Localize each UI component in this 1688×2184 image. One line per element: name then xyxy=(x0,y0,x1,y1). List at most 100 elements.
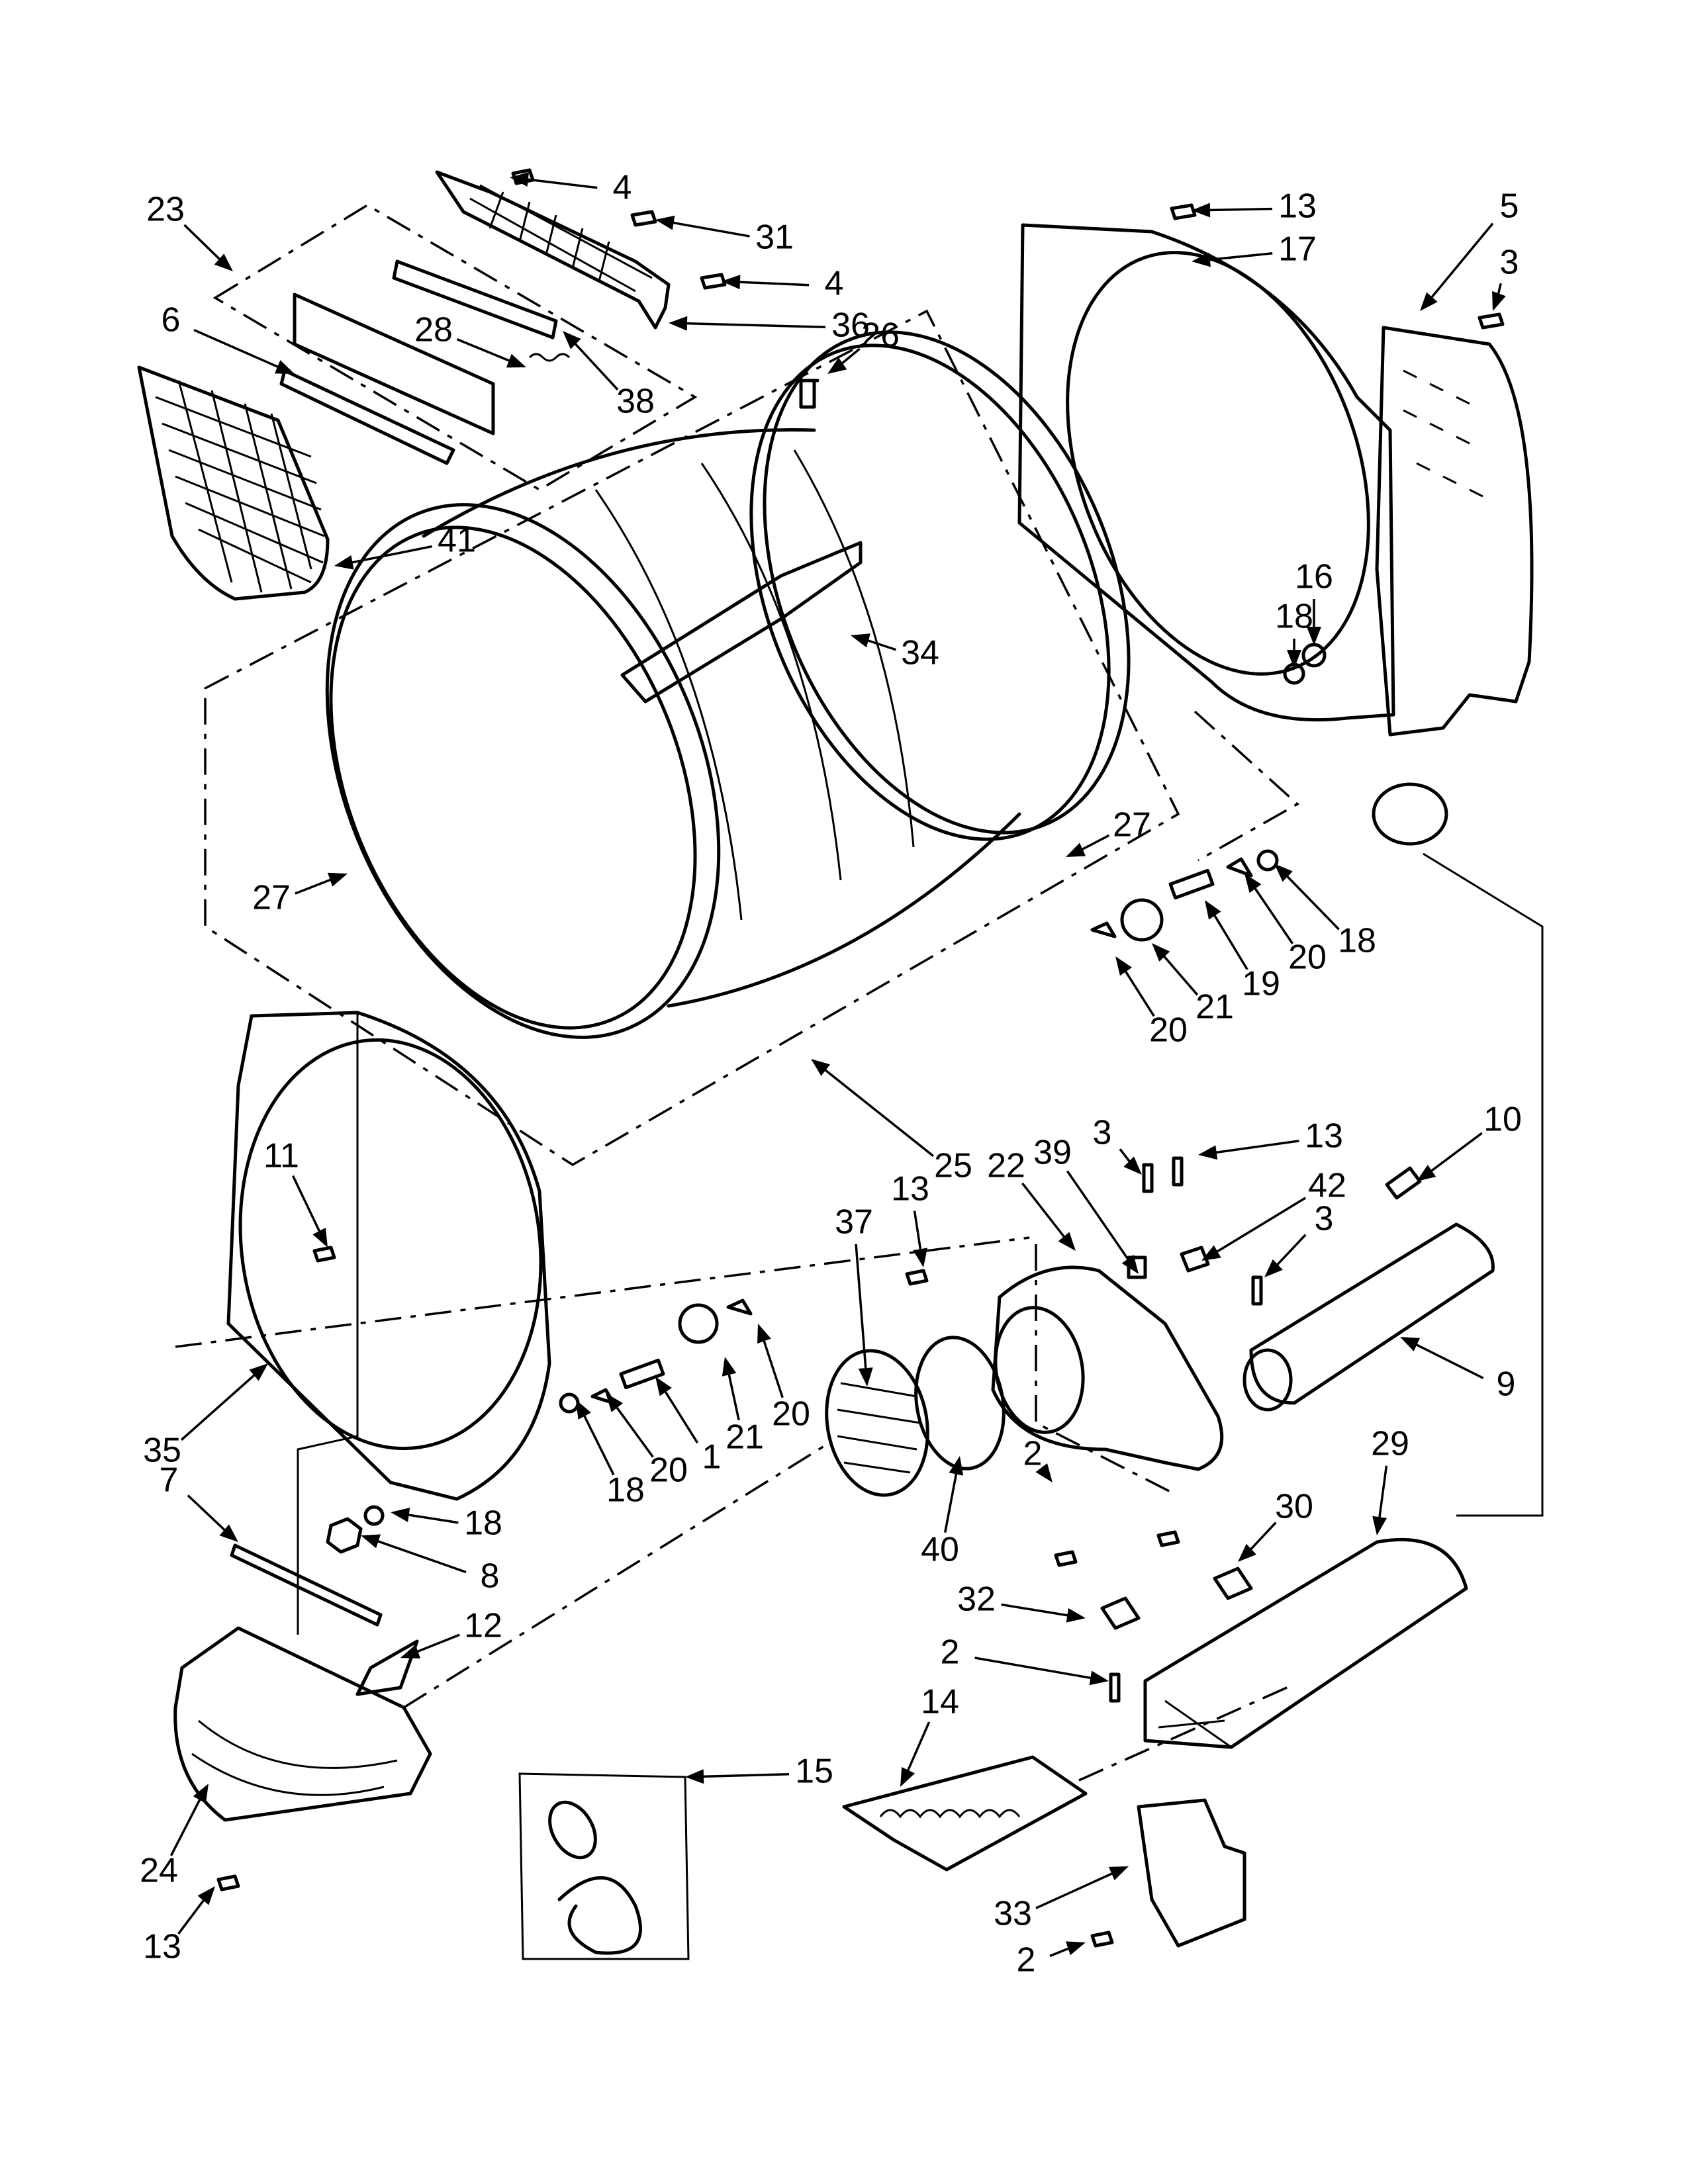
callout-label-c13d: 13 xyxy=(143,1928,181,1966)
callout-label-c26: 26 xyxy=(861,316,900,355)
callout-label-c13b: 13 xyxy=(1305,1117,1343,1156)
leader-line-c13c xyxy=(913,1210,923,1255)
wire-loop xyxy=(557,1876,642,1955)
leader-line-c12 xyxy=(412,1633,460,1655)
roller-21-rear xyxy=(1120,898,1164,942)
leader-line-c13b xyxy=(1211,1140,1299,1155)
leader-arrow-c37 xyxy=(858,1367,873,1387)
leader-arrow-c29 xyxy=(1372,1516,1387,1535)
leader-arrow-c9 xyxy=(1400,1337,1421,1351)
callout-label-c19: 19 xyxy=(1242,965,1280,1003)
leader-arrow-c10 xyxy=(1417,1165,1436,1181)
rear-bulkhead-opening xyxy=(1066,251,1370,676)
leader-arrow-c24 xyxy=(193,1784,209,1803)
callout-label-c21a: 21 xyxy=(1196,988,1234,1026)
blower-housing-22 xyxy=(991,1265,1224,1471)
drum-rear-seal-27 xyxy=(763,330,1131,835)
roller-21-front xyxy=(678,1303,719,1344)
rear-bulkhead-assembly xyxy=(1017,203,1534,846)
blower-axis-line xyxy=(175,1236,1030,1348)
callout-label-c30: 30 xyxy=(1275,1488,1313,1526)
screw-2-a xyxy=(1054,1550,1078,1567)
callout-label-c27b: 27 xyxy=(252,879,291,917)
callout-label-c10: 10 xyxy=(1483,1101,1522,1139)
rear-group-outline xyxy=(1194,710,1299,862)
drum-assembly-25 xyxy=(325,330,1131,1039)
callout-label-c22: 22 xyxy=(987,1147,1025,1185)
leader-line-c39 xyxy=(1066,1170,1132,1264)
leader-line-c9 xyxy=(1411,1341,1484,1379)
callout-label-c17: 17 xyxy=(1278,230,1317,269)
leader-line-c41 xyxy=(347,545,433,565)
leader-line-c40 xyxy=(943,1469,959,1533)
leader-line-c36 xyxy=(681,322,826,328)
leader-line-c6 xyxy=(193,328,283,370)
heating-element-assembly xyxy=(842,1755,1246,1948)
leader-line-c27b xyxy=(295,876,336,895)
callout-label-c20d: 20 xyxy=(649,1451,688,1490)
leader-arrow-c17 xyxy=(1192,252,1211,267)
callout-label-c25: 25 xyxy=(934,1147,972,1185)
leader-arrow-c14 xyxy=(900,1766,915,1787)
leader-arrow-c4a xyxy=(510,172,530,187)
leader-arrow-c26 xyxy=(827,357,847,374)
screw-13-top xyxy=(1170,203,1197,220)
screw-13-front xyxy=(216,1874,240,1891)
bracket-33 xyxy=(1137,1798,1246,1948)
lint-grille xyxy=(435,170,671,330)
leader-arrow-c7 xyxy=(219,1524,238,1542)
callout-label-c29: 29 xyxy=(1371,1425,1409,1463)
callout-label-c5: 5 xyxy=(1500,187,1519,226)
leader-arrow-c2a xyxy=(1035,1463,1053,1482)
callout-label-c15: 15 xyxy=(795,1752,833,1791)
wire-connector xyxy=(548,1800,597,1860)
screw-31 xyxy=(630,210,657,227)
rear-support-hardware xyxy=(1090,849,1279,942)
leader-line-c30 xyxy=(1246,1522,1277,1554)
clip-12 xyxy=(355,1639,419,1696)
leader-arrow-c18a xyxy=(1287,650,1301,668)
screw-3-vent xyxy=(1251,1275,1263,1306)
front-bulkhead-35 xyxy=(226,1011,551,1501)
leader-arrow-c3a xyxy=(1492,291,1506,311)
leader-line-c20c xyxy=(761,1336,784,1398)
wire-harness-kit-15 xyxy=(518,1772,690,1960)
clip-20-front-b xyxy=(726,1298,753,1316)
callout-label-c34: 34 xyxy=(901,634,939,672)
callout-label-c37: 37 xyxy=(835,1203,873,1242)
front-panel-link-line xyxy=(297,1013,359,1635)
drum-group-outline xyxy=(204,309,1180,1167)
callout-label-c9: 9 xyxy=(1497,1365,1516,1404)
callout-label-c38: 38 xyxy=(616,383,655,421)
callout-label-c7: 7 xyxy=(160,1461,179,1500)
leader-line-c11 xyxy=(291,1175,323,1236)
callout-label-c20a: 20 xyxy=(1288,938,1327,977)
drum-shell xyxy=(422,428,1021,1008)
harness-kit-outline xyxy=(518,1772,690,1960)
callout-label-c28: 28 xyxy=(414,311,453,349)
leader-arrow-c19 xyxy=(1205,900,1221,920)
callout-label-c18b: 18 xyxy=(1338,922,1376,960)
leader-arrow-c4b xyxy=(722,275,741,290)
leader-arrow-c27b xyxy=(327,872,348,887)
leader-arrow-c8 xyxy=(361,1534,381,1549)
callout-label-c4a: 4 xyxy=(613,169,632,207)
callout-label-c18a: 18 xyxy=(1275,598,1313,636)
callout-label-c20b: 20 xyxy=(1149,1011,1188,1050)
callout-label-c18d: 18 xyxy=(464,1504,502,1543)
leader-arrow-c6 xyxy=(274,360,295,374)
callout-label-c39: 39 xyxy=(1033,1134,1072,1172)
callout-label-c3a: 3 xyxy=(1500,244,1519,282)
clip-20-rear xyxy=(1226,857,1253,878)
leader-line-c4a xyxy=(522,177,598,189)
leader-line-c32 xyxy=(1001,1603,1073,1617)
leader-arrow-c25 xyxy=(811,1059,830,1076)
callout-label-c16: 16 xyxy=(1295,558,1333,596)
heater-duct-assembly xyxy=(1054,1530,1468,1749)
shaft-19 xyxy=(1168,868,1215,900)
lint-screen-mesh xyxy=(155,380,325,593)
front-duct-ribs xyxy=(191,1719,398,1796)
leader-arrow-c34 xyxy=(851,633,870,648)
leader-arrow-c20b xyxy=(1115,956,1133,976)
